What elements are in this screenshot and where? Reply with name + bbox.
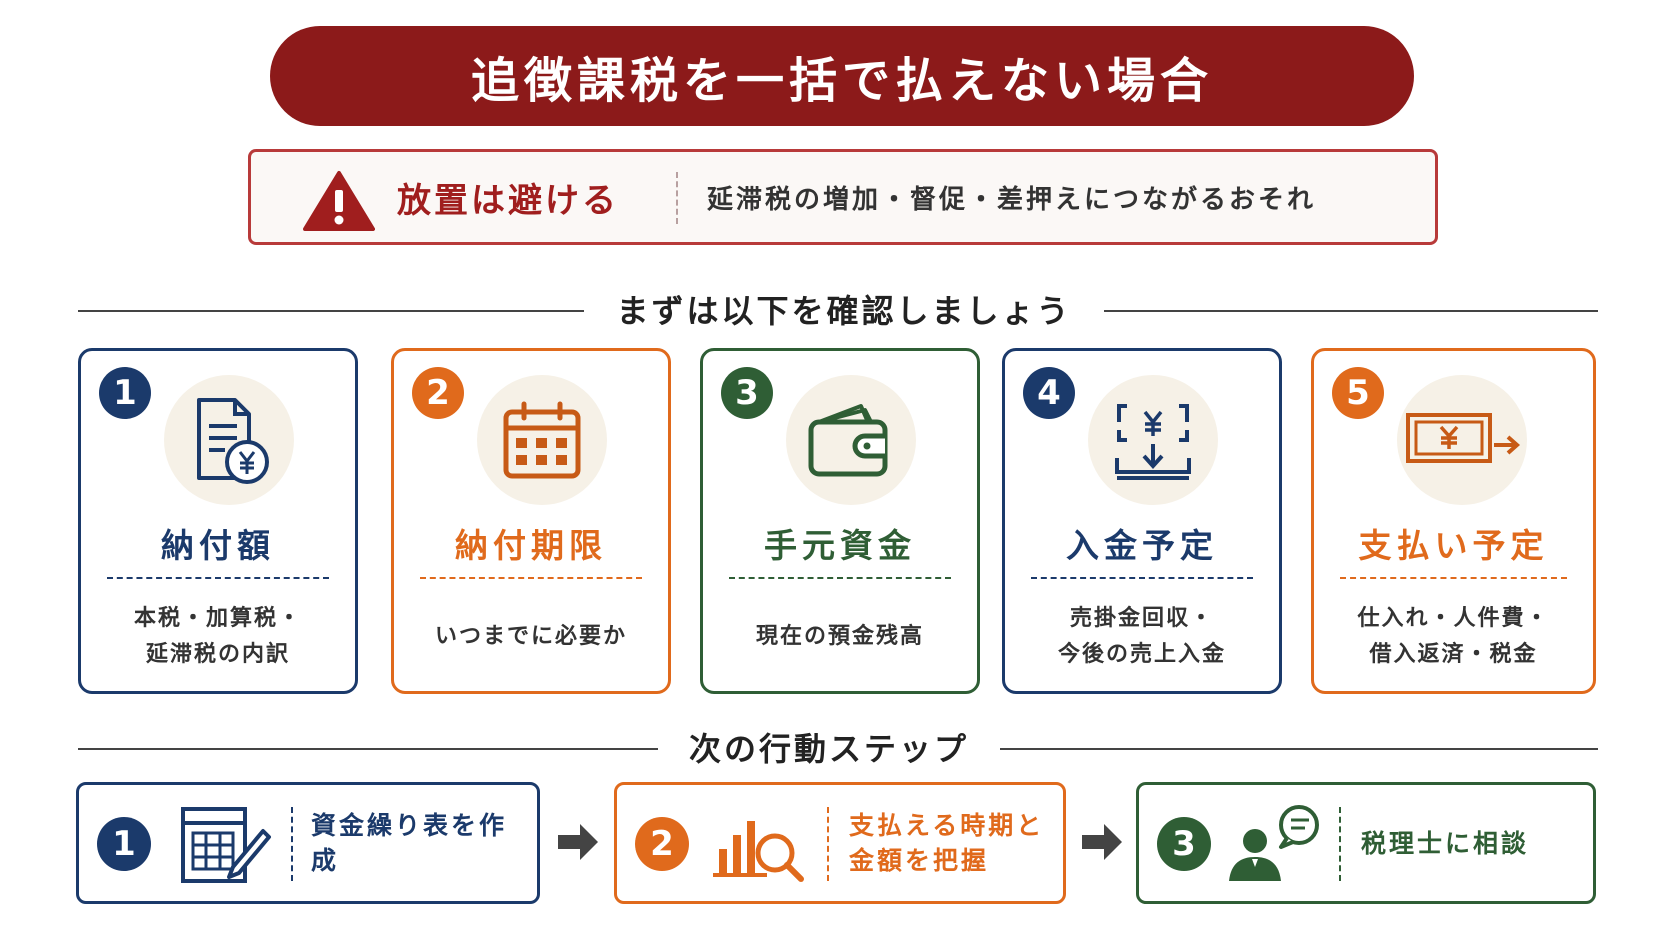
card-description: 本税・加算税・ 延滞税の内訳 — [89, 591, 347, 683]
warning-heading: 放置は避ける — [397, 180, 619, 221]
arrow-right-icon — [1082, 824, 1122, 860]
card-title: 納付額 — [161, 526, 275, 565]
card-divider — [107, 577, 329, 579]
money-out-icon — [1406, 413, 1521, 463]
card-desc-line: 売掛金回収・ — [1069, 606, 1214, 631]
step-label-line: 金額を把握 — [849, 846, 990, 875]
check-section-title: まずは以下を確認しましょう — [616, 292, 1072, 330]
step-divider — [827, 807, 829, 881]
card-divider — [1031, 577, 1253, 579]
advisor-speech-icon — [1229, 805, 1319, 881]
wallet-icon — [808, 404, 888, 477]
card-desc-line: 今後の売上入金 — [1057, 642, 1226, 667]
step-divider — [1339, 807, 1341, 881]
warning-box: 放置は避ける 延滞税の増加・督促・差押えにつながるおそれ — [248, 149, 1438, 245]
step-box-schedule: 2 支払える時期と 金額を把握 — [614, 782, 1066, 904]
card-title: 手元資金 — [764, 526, 916, 565]
step-number-badge: 2 — [635, 817, 689, 871]
page-title: 追徴課税を一括で払えない場合 — [270, 26, 1414, 126]
step-label-line: 税理士に相談 — [1361, 828, 1530, 858]
section-line-left — [78, 310, 584, 312]
warning-icon — [303, 171, 375, 231]
card-number-badge: 3 — [721, 367, 773, 419]
chart-magnifier-icon — [713, 821, 804, 882]
card-desc-line: 現在の預金残高 — [755, 624, 924, 649]
card-title: 納付期限 — [455, 526, 607, 565]
card-number-badge: 5 — [1332, 367, 1384, 419]
card-number-badge: 2 — [412, 367, 464, 419]
card-desc-line: 延滞税の内訳 — [145, 642, 290, 667]
step-label: 資金繰り表を作成 — [311, 785, 527, 901]
warning-text: 延滞税の増加・督促・差押えにつながるおそれ — [707, 184, 1317, 215]
arrow-right-icon — [558, 824, 598, 860]
card-title: 入金予定 — [1066, 526, 1218, 565]
warning-divider — [676, 172, 678, 224]
step-label: 税理士に相談 — [1361, 785, 1583, 901]
check-card-income: 4 入金予定 売掛金回収・ 今後の売上入金 — [1002, 348, 1282, 694]
card-desc-line: 借入返済・税金 — [1369, 642, 1538, 667]
check-card-cash: 3 手元資金 現在の預金残高 — [700, 348, 980, 694]
icon-background — [164, 375, 294, 505]
icon-background — [786, 375, 916, 505]
card-description: 売掛金回収・ 今後の売上入金 — [1013, 591, 1271, 683]
card-divider — [1340, 577, 1567, 579]
section-line-right — [1000, 748, 1598, 750]
card-divider — [420, 577, 642, 579]
step-label: 支払える時期と 金額を把握 — [849, 785, 1053, 901]
icon-background — [477, 375, 607, 505]
step-box-consult: 3 税理士に相談 — [1136, 782, 1596, 904]
card-description: いつまでに必要か — [402, 591, 660, 683]
icon-background — [1088, 375, 1218, 505]
step-divider — [291, 807, 293, 881]
card-desc-line: いつまでに必要か — [434, 624, 627, 649]
spreadsheet-pen-icon — [181, 807, 271, 883]
check-card-payments: 5 支払い予定 仕入れ・人件費・ 借入返済・税金 — [1311, 348, 1596, 694]
card-number-badge: 1 — [99, 367, 151, 419]
step-label-line: 資金繰り表を作成 — [311, 811, 508, 875]
section-line-left — [78, 748, 658, 750]
document-yen-icon — [197, 398, 269, 484]
check-card-deadline: 2 納付期限 いつまでに必要か — [391, 348, 671, 694]
icon-background — [1397, 375, 1527, 505]
section-line-right — [1104, 310, 1598, 312]
step-number-badge: 3 — [1157, 817, 1211, 871]
card-title: 支払い予定 — [1358, 526, 1549, 565]
step-number-badge: 1 — [97, 817, 151, 871]
check-card-amount: 1 納付額 本税・加算税・ 延滞税の内訳 — [78, 348, 358, 694]
step-label-line: 支払える時期と — [849, 811, 1045, 840]
calendar-icon — [503, 401, 581, 479]
card-description: 仕入れ・人件費・ 借入返済・税金 — [1322, 591, 1585, 683]
step-box-cashflow: 1 資金繰り表を作成 — [76, 782, 540, 904]
card-number-badge: 4 — [1023, 367, 1075, 419]
card-desc-line: 本税・加算税・ — [133, 606, 302, 631]
money-in-icon — [1115, 404, 1191, 480]
card-description: 現在の預金残高 — [711, 591, 969, 683]
card-divider — [729, 577, 951, 579]
card-desc-line: 仕入れ・人件費・ — [1357, 606, 1550, 631]
steps-section-title: 次の行動ステップ — [688, 730, 969, 768]
